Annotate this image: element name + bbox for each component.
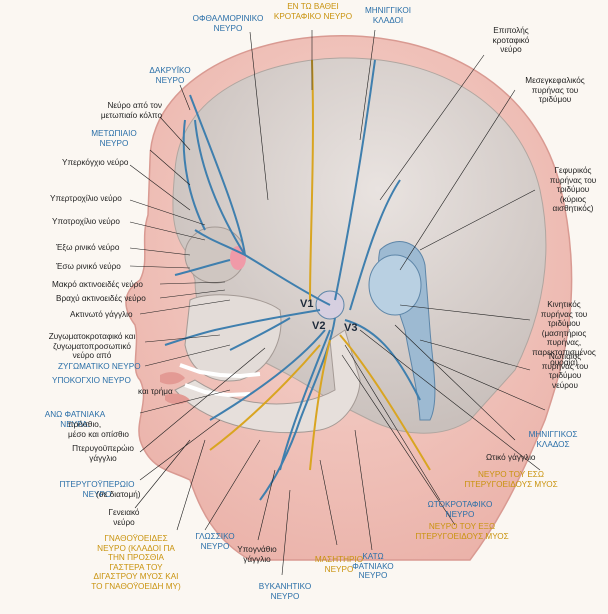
- mandible: [174, 329, 361, 434]
- inferior-alveolar-nerve-label: ΚΑΤΩ ΦΑΤΝΙΑΚΟ ΝΕΥΡΟ: [352, 552, 394, 581]
- alveolar-path: [209, 329, 326, 421]
- nasociliary-path: [174, 259, 231, 276]
- lacrimal-nerve-path: [189, 94, 246, 256]
- frontal-sinus-nerve-label: Νεύρο από τον μετωπιαίο κόλπο: [100, 101, 162, 120]
- leader-lines: [129, 29, 546, 576]
- lingual-nerve-label: ΓΛΩΣΣΙΚΟ ΝΕΥΡΟ: [195, 532, 235, 551]
- supraorbital-path: [182, 119, 206, 231]
- v3-label: V3: [344, 322, 358, 334]
- long-ciliary-nerve-label: Μακρό ακτινοειδές νεύρο: [52, 280, 143, 289]
- cross-section-note-label: (σε διατομή): [96, 490, 141, 499]
- superior-alveolar-detail-label: πρόσθιο, μέσο και οπίσθιο: [68, 420, 129, 439]
- supratrochlear-nerve-label: Υπερτροχίλιο νεύρο: [50, 194, 122, 203]
- deep-temporal-path: [309, 59, 314, 301]
- buccal-nerve-label: ΒΥΚΑΝΗΤΙΚΟ ΝΕΥΡΟ: [258, 582, 312, 601]
- infraorbital-foramen-label: και τρήμα: [138, 387, 173, 396]
- ciliary-ganglion-label: Ακτινωτό γάγγλιο: [70, 310, 133, 319]
- deep-temporal-nerve-label: ΕΝ ΤΩ ΒΑΘΕΙ ΚΡΟΤΑΦΙΚΟ ΝΕΥΡΟ: [273, 2, 353, 21]
- zygomatic-branches-label: Ζυγωματοκροταφικό και ζυγωματοπροσωπικό …: [48, 332, 136, 361]
- mesencephalic-nucleus-label: Μεσεγκεφαλικός πυρήνας του τριδύμου: [525, 76, 585, 105]
- mylohyoid-path: [209, 344, 321, 451]
- medial-pterygoid-nerve-label: ΝΕΥΡΟ ΤΟΥ ΕΣΩ ΠΤΕΡΥΓΟΕΙΔΟΥΣ ΜΥΟΣ: [464, 470, 558, 489]
- spinal-nucleus-label: Νωτιαίος πυρήνας του τριδύμου νεύρου: [541, 352, 589, 390]
- masseteric-path: [309, 339, 331, 471]
- pterygoid-path: [339, 334, 431, 471]
- ophthalmic-nerve-label: ΟΦΘΑΛΜΟΡΙΝΙΚΟ ΝΕΥΡΟ: [192, 14, 264, 33]
- mylohyoid-nerve-label: ΓΝΑΘΟΫΟΕΙΔΕΣ ΝΕΥΡΟ (ΚΛΑΔΟΙ ΠΑ ΤΗΝ ΠΡΟΣΘΙ…: [91, 534, 181, 591]
- superficial-temporal-path: [349, 179, 401, 311]
- mental-nerve-label: Γενειακό νεύρο: [108, 508, 140, 527]
- yellow-nerves: [209, 59, 431, 471]
- lacrimal-nerve-label: ΔΑΚΡΥΪΚΟ ΝΕΥΡΟ: [149, 66, 191, 85]
- external-nasal-nerve-label: Έξω ρινικό νεύρο: [56, 243, 120, 252]
- ophthalmic-nerve-path: [194, 229, 331, 306]
- submandibular-ganglion-label: Υπογνάθιο γάγγλιο: [237, 545, 277, 564]
- principal-sensory-nucleus-label: Γεφυρικός πυρήνας του τριδύμου (κύριος α…: [549, 166, 597, 214]
- lingual-path: [279, 329, 331, 471]
- meningeal-path: [334, 59, 376, 301]
- short-ciliary-nerve-label: Βραχύ ακτινοειδές νεύρο: [56, 294, 146, 303]
- superficial-temporal-nerve-label: Επιπολής κροταφικό νεύρο: [492, 26, 530, 55]
- internal-nasal-nerve-label: Έσω ρινικό νεύρο: [56, 262, 121, 271]
- infraorbital-path: [164, 309, 321, 346]
- superior-alveolar-nerves-label: ΑΝΩ ΦΑΤΝΙΑΚΑ ΝΕΥΡΑ:: [44, 410, 106, 429]
- v2-label: V2: [312, 320, 326, 332]
- v1-label: V1: [300, 298, 314, 310]
- supraorbital-nerve-label: Υπερκόγχιο νεύρο: [62, 158, 129, 167]
- blue-nerves: [164, 59, 421, 501]
- pterygopalatine-nerve-label: ΠΤΕΡΥΓΟΫΠΕΡΩΙΟ ΝΕΥΡΟ: [59, 480, 135, 499]
- masseteric-nerve-label: ΜΑΣΗΤΗΡΙΟ ΝΕΥΡΟ: [314, 555, 364, 574]
- meningeal-branch-label: ΜΗΝΙΓΓΙΚΟΣ ΚΛΑΔΟΣ: [528, 430, 578, 449]
- otic-ganglion-label: Ωτικό γάγγλιο: [486, 453, 536, 462]
- lateral-pterygoid-nerve-label: ΝΕΥΡΟ ΤΟΥ ΕΞΩ ΠΤΕΡΥΓΟΕΙΔΟΥΣ ΜΥΟΣ: [415, 522, 509, 541]
- auriculotemporal-path: [344, 319, 421, 401]
- infratrochlear-nerve-label: Υποτροχίλιο νεύρο: [52, 217, 120, 226]
- motor-nucleus-label: Κινητικός πυρήνας του τριδύμου (μασητήρι…: [532, 300, 596, 367]
- auriculotemporal-nerve-label: ΩΤΟΚΡΟΤΑΦΙΚΟ ΝΕΥΡΟ: [427, 500, 493, 519]
- frontal-nerve-label: ΜΕΤΩΠΙΑΙΟ ΝΕΥΡΟ: [91, 129, 137, 148]
- meningeal-branches-label: ΜΗΝΙΓΓΙΚΟΙ ΚΛΑΔΟΙ: [364, 6, 412, 25]
- infraorbital-nerve-label: ΥΠΟΚΟΓΧΙΟ ΝΕΥΡΟ: [52, 376, 131, 385]
- zygomatic-path: [229, 317, 291, 351]
- pterygopalatine-ganglion-label: Πτερυγοϋπερώιο γάγγλιο: [72, 444, 134, 463]
- zygomatic-nerve-label: ΖΥΓΩΜΑΤΙΚΟ ΝΕΥΡΟ: [58, 362, 141, 371]
- pons: [368, 254, 422, 316]
- lips: [160, 372, 190, 405]
- frontal-nerve-path: [194, 119, 246, 256]
